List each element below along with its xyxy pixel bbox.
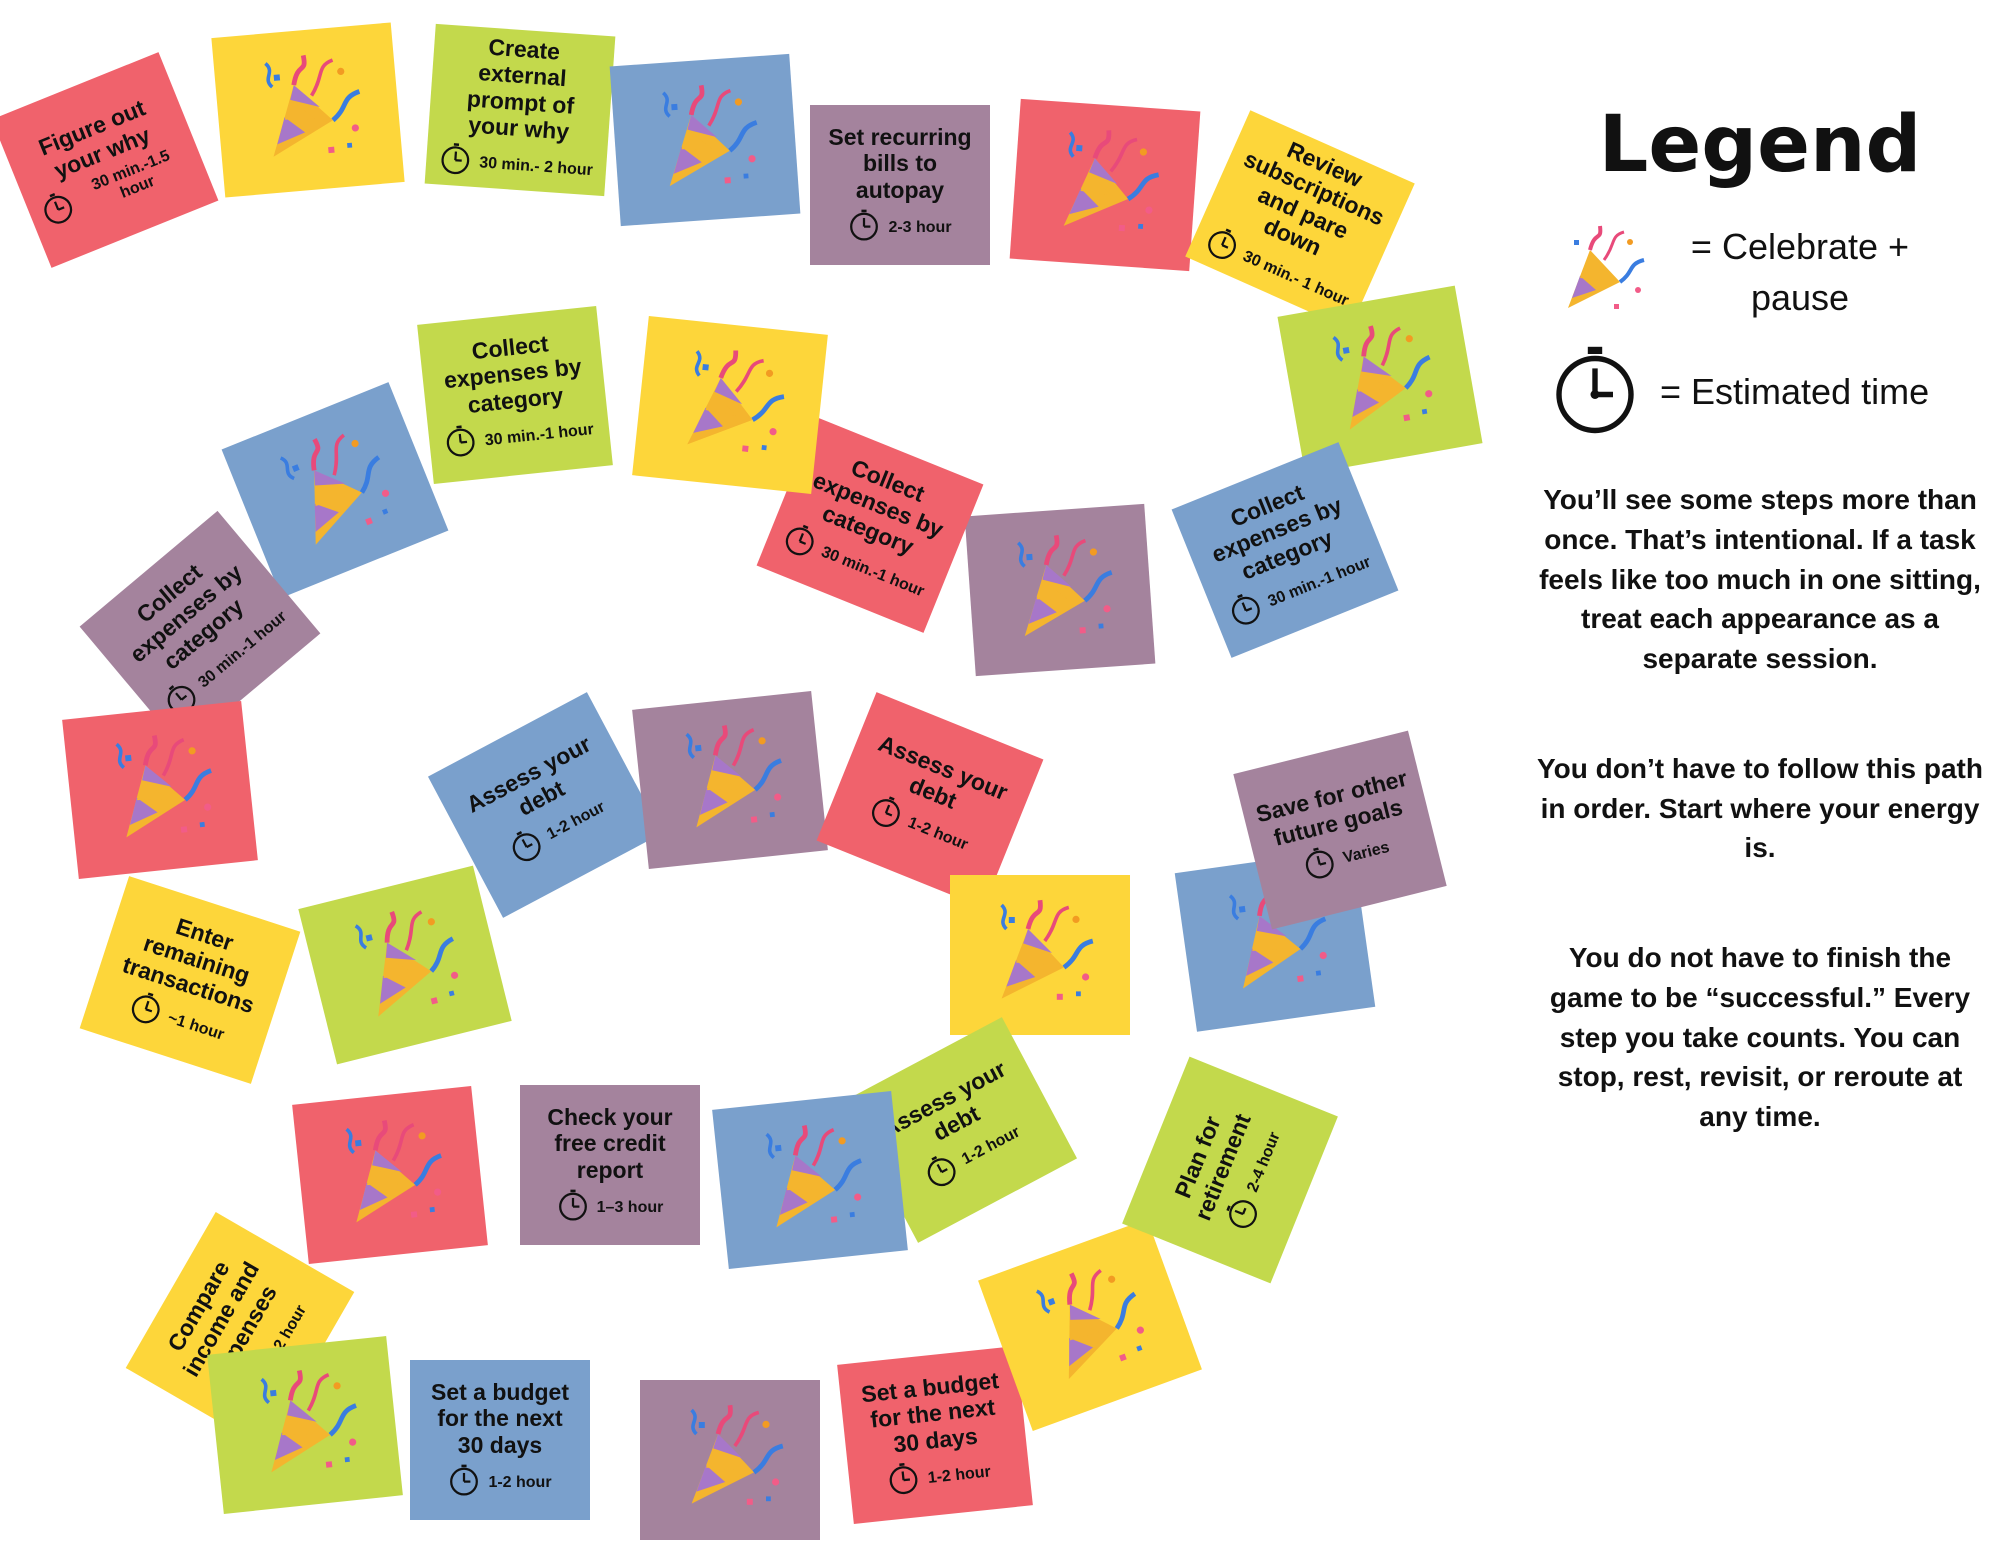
time-estimate: 1-2 hour bbox=[886, 1454, 992, 1502]
task-tile: Collect expenses by category 30 min.-1 h… bbox=[417, 306, 613, 484]
party-popper-icon bbox=[664, 712, 796, 849]
legend-time-text: = Estimated time bbox=[1660, 367, 1929, 417]
celebrate-tile bbox=[207, 1336, 403, 1514]
party-popper-icon bbox=[1550, 220, 1650, 325]
legend-note: You’ll see some steps more than once. Th… bbox=[1530, 480, 1990, 679]
time-text: 30 min.- 2 hour bbox=[479, 154, 594, 180]
task-label: Set a budget for the next 30 days bbox=[422, 1379, 578, 1458]
stopwatch-icon bbox=[1300, 843, 1340, 887]
stopwatch-icon bbox=[1550, 345, 1640, 440]
celebrate-tile bbox=[632, 316, 828, 494]
time-text: 1-2 hour bbox=[488, 1474, 551, 1492]
time-text: 2-3 hour bbox=[888, 219, 951, 237]
task-tile: Save for other future goals Varies bbox=[1233, 731, 1446, 930]
time-estimate: 1–3 hour bbox=[557, 1189, 664, 1226]
celebrate-tile bbox=[965, 504, 1156, 676]
party-popper-icon bbox=[1041, 118, 1169, 251]
stopwatch-icon bbox=[448, 1464, 480, 1501]
stopwatch-icon bbox=[886, 1461, 922, 1501]
celebrate-tile bbox=[950, 875, 1130, 1035]
stopwatch-icon bbox=[438, 142, 473, 181]
celebrate-tile bbox=[298, 866, 511, 1065]
stopwatch-icon bbox=[864, 791, 908, 837]
party-popper-icon bbox=[256, 410, 414, 571]
time-text: 2-4 hour bbox=[1245, 1130, 1285, 1195]
time-text: 30 min.-1 hour bbox=[484, 421, 595, 450]
legend-celebrate-row: = Celebrate + pause bbox=[1550, 220, 1990, 325]
game-board: Figure out your why 30 min.-1.5 hour Cre… bbox=[0, 0, 1500, 1545]
stopwatch-icon bbox=[124, 988, 166, 1033]
task-label: Create external prompt of your why bbox=[440, 30, 603, 146]
party-popper-icon bbox=[670, 1398, 790, 1523]
party-popper-icon bbox=[744, 1112, 876, 1249]
task-tile: Review subscriptions and pare down 30 mi… bbox=[1185, 110, 1415, 329]
time-text: 1–3 hour bbox=[597, 1199, 664, 1217]
time-estimate: 30 min.-1 hour bbox=[443, 411, 595, 463]
task-label: Collect expenses by category bbox=[431, 326, 594, 421]
time-text: Varies bbox=[1341, 839, 1391, 868]
task-tile: Collect expenses by category 30 min.-1 h… bbox=[1172, 442, 1399, 658]
legend-panel: Legend = Celebrate + pause bbox=[1530, 100, 1990, 1137]
stopwatch-icon bbox=[1199, 223, 1243, 270]
task-tile: Set recurring bills to autopay 2-3 hour bbox=[810, 105, 990, 265]
legend-title: Legend bbox=[1530, 100, 1990, 190]
party-popper-icon bbox=[94, 722, 226, 859]
time-estimate: 30 min.- 2 hour bbox=[438, 142, 594, 190]
legend-note: You do not have to finish the game to be… bbox=[1530, 938, 1990, 1137]
time-estimate: 1-2 hour bbox=[448, 1464, 551, 1501]
party-popper-icon bbox=[243, 43, 373, 178]
time-text: ~1 hour bbox=[165, 1009, 226, 1044]
task-tile: Set a budget for the next 30 days 1-2 ho… bbox=[410, 1360, 590, 1520]
celebrate-tile bbox=[1277, 286, 1482, 475]
celebrate-tile bbox=[211, 22, 404, 197]
stopwatch-icon bbox=[443, 423, 479, 463]
stopwatch-icon bbox=[505, 824, 551, 872]
party-popper-icon bbox=[239, 1357, 371, 1494]
task-tile: Check your free credit report 1–3 hour bbox=[520, 1085, 700, 1245]
task-tile: Set a budget for the next 30 days 1-2 ho… bbox=[837, 1346, 1033, 1524]
celebrate-tile bbox=[1010, 99, 1201, 271]
task-tile: Enter remaining transactions ~1 hour bbox=[80, 876, 301, 1084]
celebrate-tile bbox=[640, 1380, 820, 1540]
party-popper-icon bbox=[664, 337, 796, 474]
stopwatch-icon bbox=[1221, 1192, 1267, 1236]
task-tile: Figure out your why 30 min.-1.5 hour bbox=[0, 52, 218, 268]
celebrate-tile bbox=[632, 691, 828, 869]
party-popper-icon bbox=[332, 890, 479, 1040]
time-text: 1-2 hour bbox=[905, 815, 970, 855]
legend-celebrate-text: = Celebrate + pause bbox=[1670, 222, 1930, 323]
stopwatch-icon bbox=[37, 187, 81, 233]
party-popper-icon bbox=[1012, 1246, 1168, 1405]
time-estimate: 2-3 hour bbox=[848, 209, 951, 246]
task-label: Save for other future goals bbox=[1253, 765, 1417, 854]
stopwatch-icon bbox=[848, 209, 880, 246]
celebrate-tile bbox=[712, 1091, 908, 1269]
celebrate-tile bbox=[610, 54, 801, 226]
celebrate-tile bbox=[62, 701, 258, 879]
legend-note: You don’t have to follow this path in or… bbox=[1530, 749, 1990, 868]
task-label: Set recurring bills to autopay bbox=[822, 124, 978, 203]
party-popper-icon bbox=[324, 1107, 456, 1244]
task-label: Check your free credit report bbox=[532, 1104, 688, 1183]
task-label: Set a budget for the next 30 days bbox=[851, 1366, 1014, 1461]
stopwatch-icon bbox=[920, 1149, 966, 1197]
stopwatch-icon bbox=[557, 1189, 589, 1226]
legend-time-row: = Estimated time bbox=[1550, 345, 1990, 440]
party-popper-icon bbox=[980, 893, 1100, 1018]
task-tile: Create external prompt of your why 30 mi… bbox=[425, 24, 616, 196]
party-popper-icon bbox=[641, 73, 769, 206]
party-popper-icon bbox=[1310, 308, 1450, 452]
party-popper-icon bbox=[996, 523, 1124, 656]
stopwatch-icon bbox=[778, 519, 822, 565]
stopwatch-icon bbox=[1225, 588, 1269, 634]
celebrate-tile bbox=[292, 1086, 488, 1264]
time-text: 1-2 hour bbox=[927, 1463, 992, 1487]
